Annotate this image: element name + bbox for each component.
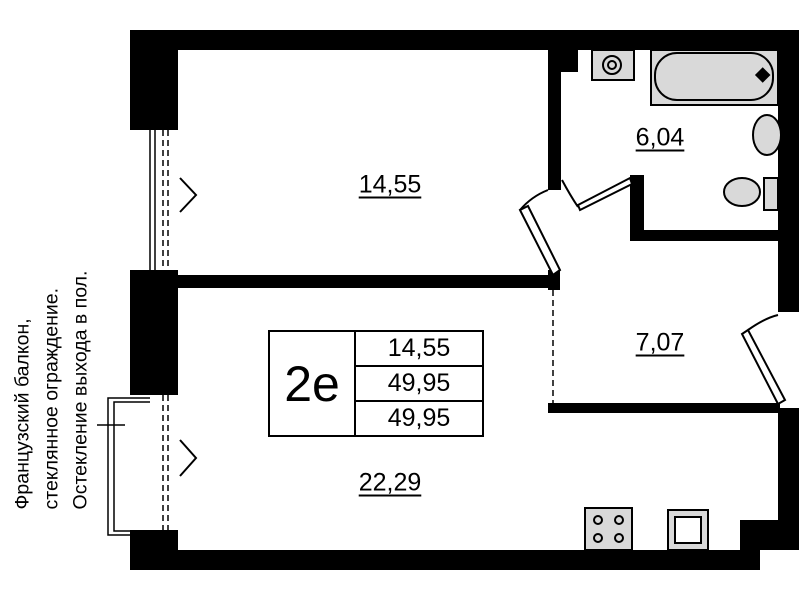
sink-icon — [752, 114, 782, 156]
living-area-value: 14,55 — [356, 332, 482, 367]
spiral-icon — [602, 55, 622, 75]
total-area-value: 49,95 — [356, 367, 482, 402]
doors — [518, 176, 787, 406]
windows — [97, 130, 198, 536]
room-area-bottom: 22,29 — [358, 468, 422, 497]
bathroom-area: 6,04 — [635, 123, 685, 152]
stove-icon — [584, 507, 633, 551]
note-line: Остекление выхода в пол. — [69, 270, 92, 510]
toilet-icon — [723, 177, 761, 207]
total-area-with-balcony-value: 49,95 — [387, 404, 451, 432]
fixtures — [584, 49, 782, 551]
apartment-type-code: 2е — [270, 332, 356, 435]
note-line: стеклянное ограждение. — [40, 287, 63, 510]
balcony-note: Французский балкон, стеклянное ограждени… — [9, 271, 96, 510]
boiler-icon — [591, 49, 635, 81]
note-line: Французский балкон, — [11, 318, 34, 510]
walls — [130, 30, 799, 570]
room-area-top: 14,55 — [358, 170, 422, 199]
apartment-summary-table: 2е 14,55 49,95 49,95 — [268, 330, 484, 437]
hall-area: 7,07 — [635, 328, 685, 357]
